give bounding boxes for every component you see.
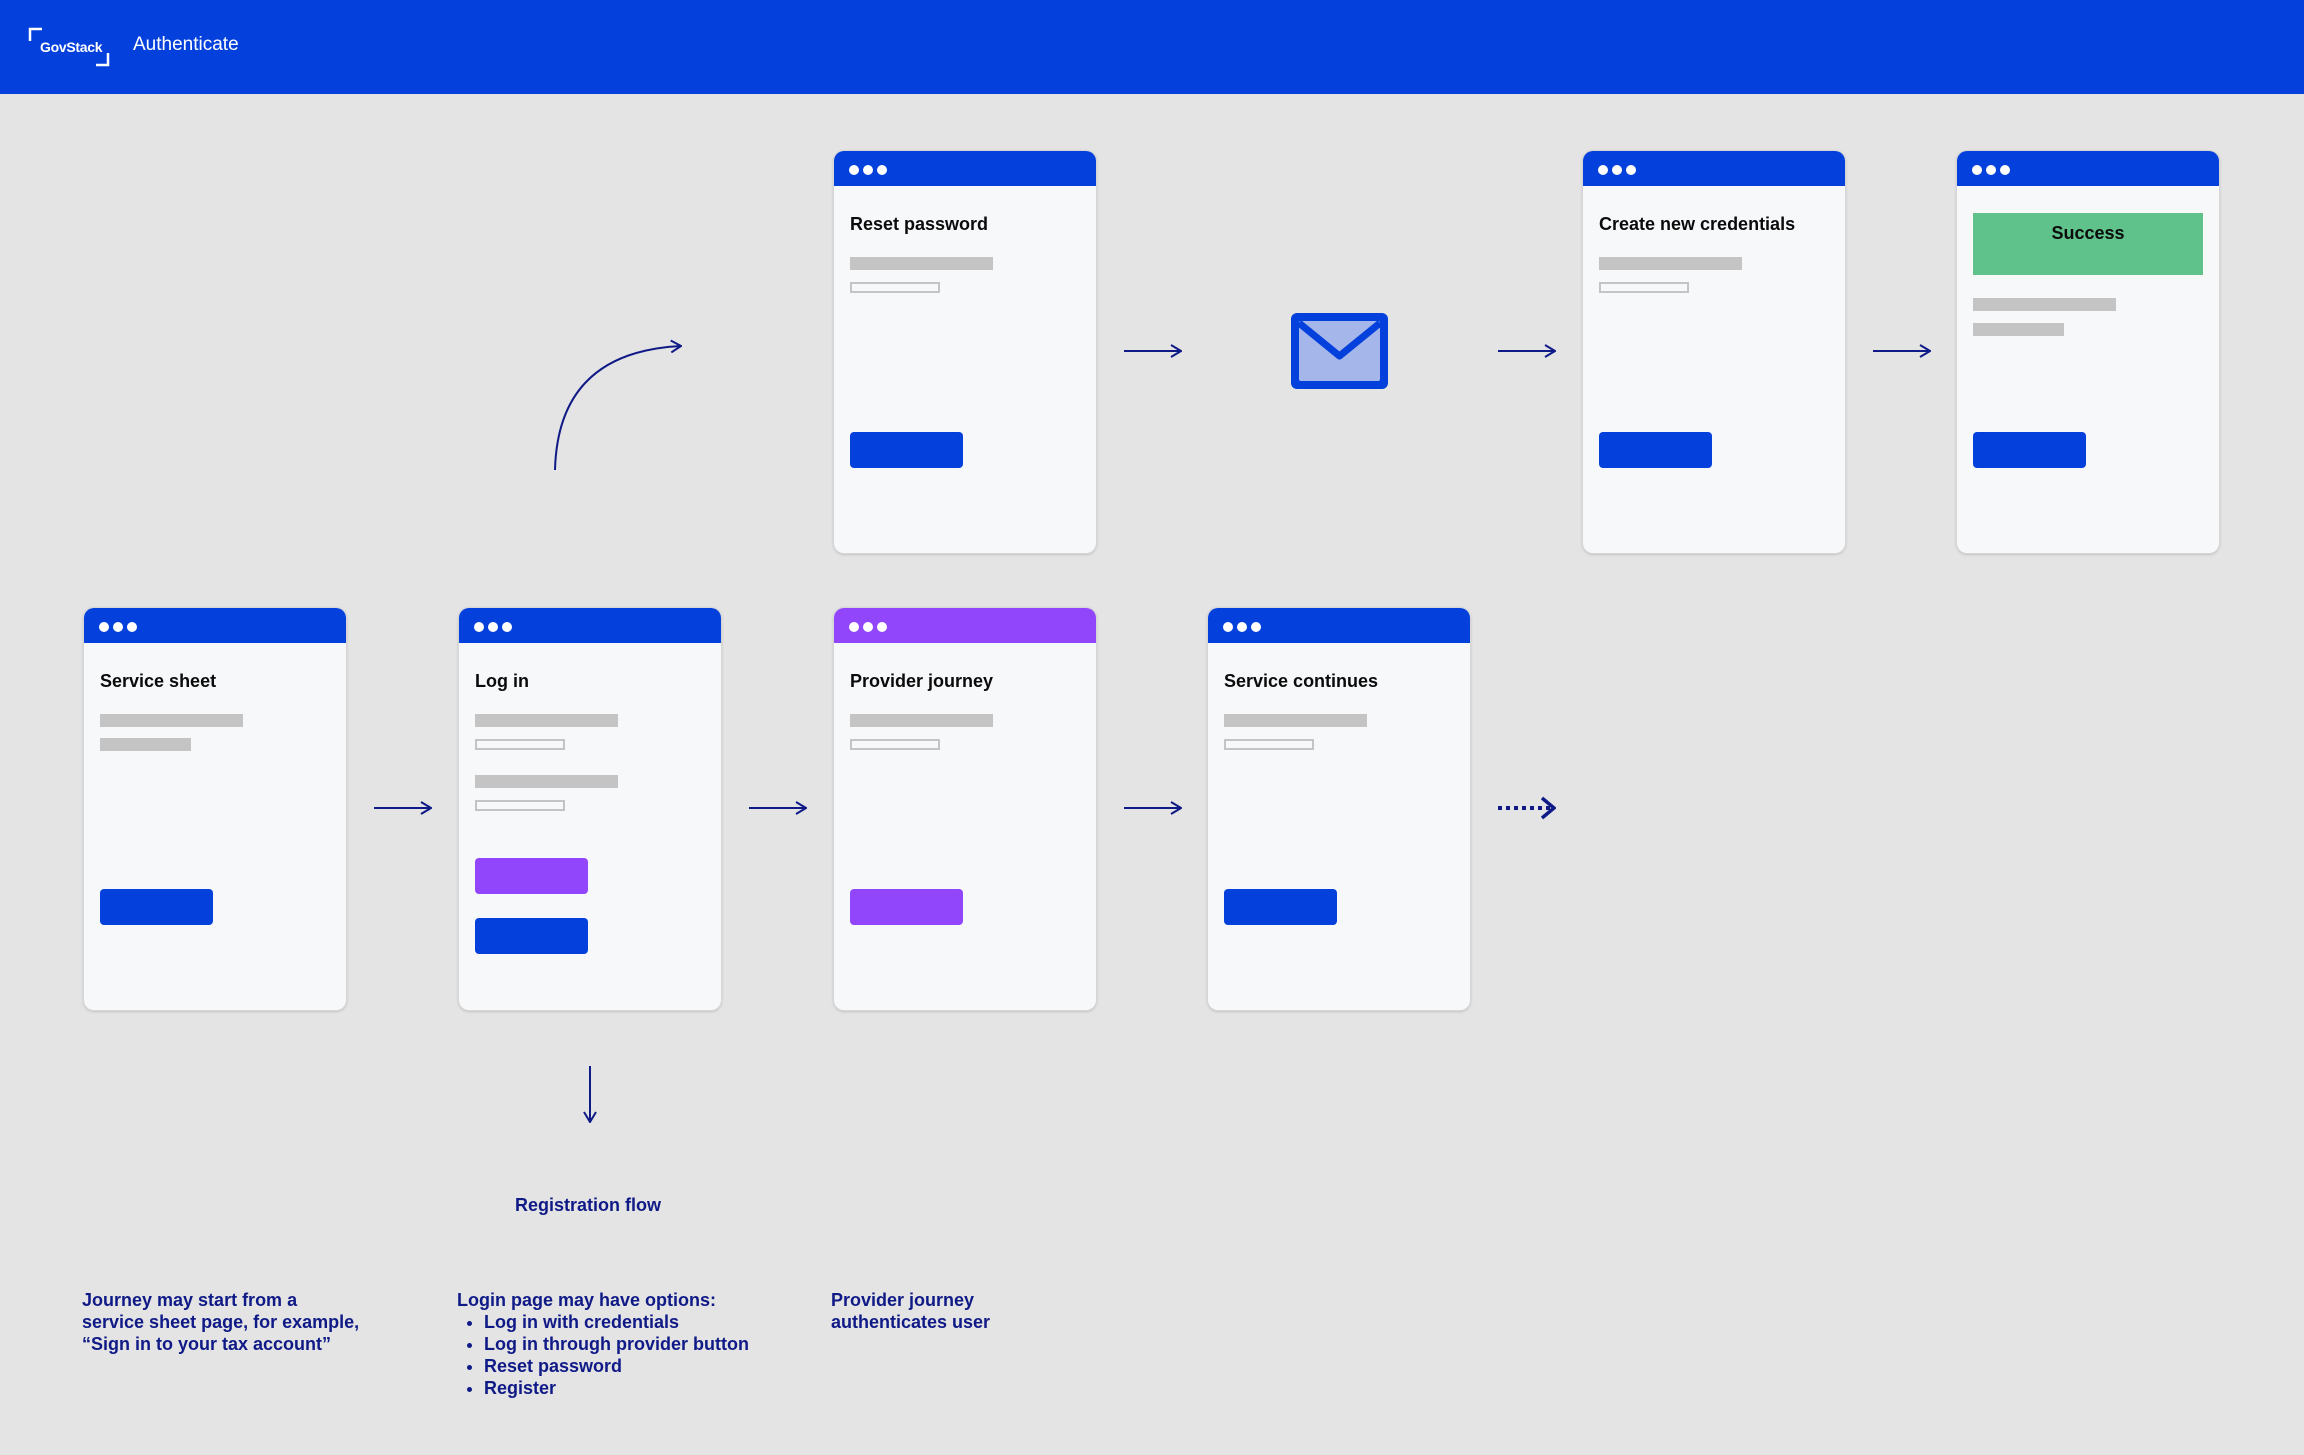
card-log-in: Log in bbox=[459, 608, 721, 1010]
list-item: Log in through provider button bbox=[484, 1333, 749, 1355]
window-dot-icon bbox=[1626, 165, 1636, 175]
card-create-credentials: Create new credentials bbox=[1583, 151, 1845, 553]
arrow-login-to-reset bbox=[554, 346, 681, 471]
sign-in-button-placeholder bbox=[100, 889, 213, 925]
card-reset-password: Reset password bbox=[834, 151, 1096, 553]
text-placeholder bbox=[850, 257, 993, 270]
input-placeholder bbox=[475, 739, 565, 750]
note-login: Login page may have options: Log in with… bbox=[457, 1289, 749, 1399]
note-line: Provider journey bbox=[831, 1290, 975, 1310]
login-options-list: Log in with credentials Log in through p… bbox=[457, 1311, 749, 1399]
card-service-continues: Service continues bbox=[1208, 608, 1470, 1010]
window-dot-icon bbox=[502, 622, 512, 632]
window-dot-icon bbox=[863, 622, 873, 632]
card-title: Provider journey bbox=[850, 671, 994, 691]
card-service-sheet: Service sheet bbox=[84, 608, 346, 1010]
list-item: Register bbox=[484, 1377, 749, 1399]
window-dot-icon bbox=[877, 622, 887, 632]
provider-button-placeholder bbox=[475, 858, 588, 894]
window-titlebar bbox=[84, 608, 346, 643]
note-service-sheet: Journey may start from a service sheet p… bbox=[82, 1289, 359, 1355]
window-dot-icon bbox=[127, 622, 137, 632]
submit-button-placeholder bbox=[1599, 432, 1712, 468]
login-button-placeholder bbox=[475, 918, 588, 954]
window-dot-icon bbox=[1223, 622, 1233, 632]
card-title: Service continues bbox=[1224, 671, 1379, 691]
window-dot-icon bbox=[2000, 165, 2010, 175]
govstack-logo bbox=[28, 27, 110, 67]
text-placeholder bbox=[100, 738, 191, 751]
note-line: Journey may start from a bbox=[82, 1290, 298, 1310]
card-title: Log in bbox=[475, 671, 529, 691]
app-header: GovStack Authenticate bbox=[0, 0, 2304, 94]
window-dot-icon bbox=[849, 165, 859, 175]
window-dot-icon bbox=[474, 622, 484, 632]
text-placeholder bbox=[1599, 257, 1742, 270]
window-titlebar bbox=[1208, 608, 1470, 643]
registration-flow-label: Registration flow bbox=[515, 1195, 662, 1215]
continue-button-placeholder bbox=[1973, 432, 2086, 468]
note-line: “Sign in to your tax account” bbox=[82, 1334, 332, 1354]
note-line: Login page may have options: bbox=[457, 1290, 717, 1310]
text-placeholder bbox=[1973, 298, 2116, 311]
window-dot-icon bbox=[1598, 165, 1608, 175]
text-placeholder bbox=[475, 775, 618, 788]
continue-button-placeholder bbox=[1224, 889, 1337, 925]
input-placeholder bbox=[850, 282, 940, 293]
note-line: authenticates user bbox=[831, 1312, 991, 1332]
window-titlebar bbox=[834, 151, 1096, 186]
list-item: Reset password bbox=[484, 1355, 749, 1377]
page-title: Authenticate bbox=[133, 34, 239, 55]
input-placeholder bbox=[475, 800, 565, 811]
text-placeholder bbox=[475, 714, 618, 727]
success-title: Success bbox=[2051, 223, 2125, 243]
input-placeholder bbox=[850, 739, 940, 750]
text-placeholder bbox=[100, 714, 243, 727]
window-dot-icon bbox=[849, 622, 859, 632]
card-title: Reset password bbox=[850, 214, 989, 234]
window-titlebar bbox=[834, 608, 1096, 643]
window-titlebar bbox=[1583, 151, 1845, 186]
window-dot-icon bbox=[488, 622, 498, 632]
window-dot-icon bbox=[863, 165, 873, 175]
card-title: Service sheet bbox=[100, 671, 217, 691]
note-provider: Provider journey authenticates user bbox=[831, 1289, 990, 1333]
window-titlebar bbox=[459, 608, 721, 643]
provider-submit-button-placeholder bbox=[850, 889, 963, 925]
input-placeholder bbox=[1224, 739, 1314, 750]
window-dot-icon bbox=[1986, 165, 1996, 175]
input-placeholder bbox=[1599, 282, 1689, 293]
window-titlebar bbox=[1957, 151, 2219, 186]
window-dot-icon bbox=[99, 622, 109, 632]
list-item: Log in with credentials bbox=[484, 1311, 749, 1333]
success-banner: Success bbox=[1973, 213, 2203, 275]
logo-text: GovStack bbox=[40, 39, 103, 55]
envelope-icon bbox=[1291, 313, 1388, 389]
card-success: Success bbox=[1957, 151, 2219, 553]
submit-button-placeholder bbox=[850, 432, 963, 468]
text-placeholder bbox=[850, 714, 993, 727]
window-dot-icon bbox=[1251, 622, 1261, 632]
window-dot-icon bbox=[113, 622, 123, 632]
window-dot-icon bbox=[1237, 622, 1247, 632]
card-title: Create new credentials bbox=[1599, 214, 1796, 234]
note-line: service sheet page, for example, bbox=[82, 1312, 360, 1332]
window-dot-icon bbox=[877, 165, 887, 175]
card-provider-journey: Provider journey bbox=[834, 608, 1096, 1010]
window-dot-icon bbox=[1972, 165, 1982, 175]
text-placeholder bbox=[1973, 323, 2064, 336]
window-dot-icon bbox=[1612, 165, 1622, 175]
text-placeholder bbox=[1224, 714, 1367, 727]
